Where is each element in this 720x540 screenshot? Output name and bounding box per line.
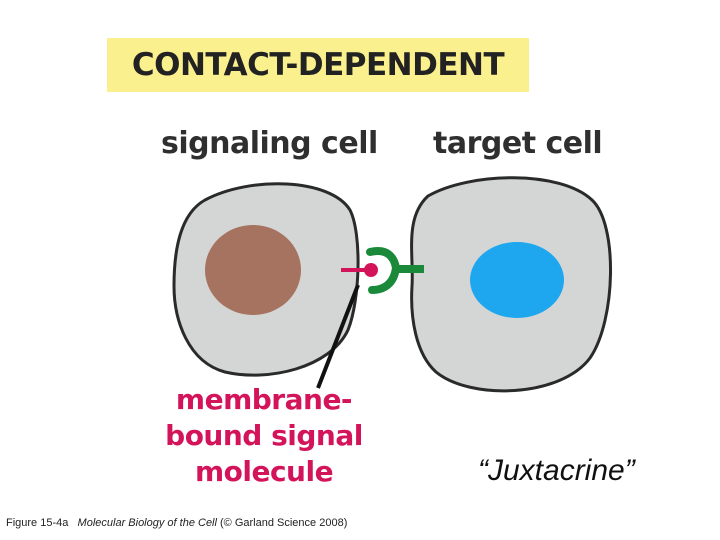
caption-figure: Figure 15-4a xyxy=(6,517,69,529)
juxtacrine-label: “Juxtacrine” xyxy=(478,454,635,487)
signaling-nucleus xyxy=(205,225,301,315)
target-nucleus xyxy=(470,242,564,318)
caption-credit: (© Garland Science 2008) xyxy=(220,517,348,529)
molecule-label-line: molecule xyxy=(194,455,334,488)
molecule-label-line: membrane- xyxy=(175,383,353,416)
molecule-label-line: bound signal xyxy=(165,419,363,452)
diagram-title: CONTACT-DEPENDENT xyxy=(131,47,505,83)
title-box: CONTACT-DEPENDENT xyxy=(107,38,529,92)
signal-molecule xyxy=(364,263,378,277)
signaling-cell-label: signaling cell xyxy=(161,126,378,161)
caption-book: Molecular Biology of the Cell xyxy=(77,517,217,529)
membrane-bound-signal-molecule-label: membrane- bound signal molecule xyxy=(148,382,380,490)
figure-caption: Figure 15-4a Molecular Biology of the Ce… xyxy=(6,517,347,529)
pointer-line xyxy=(316,284,360,389)
target-cell-label: target cell xyxy=(433,126,603,161)
